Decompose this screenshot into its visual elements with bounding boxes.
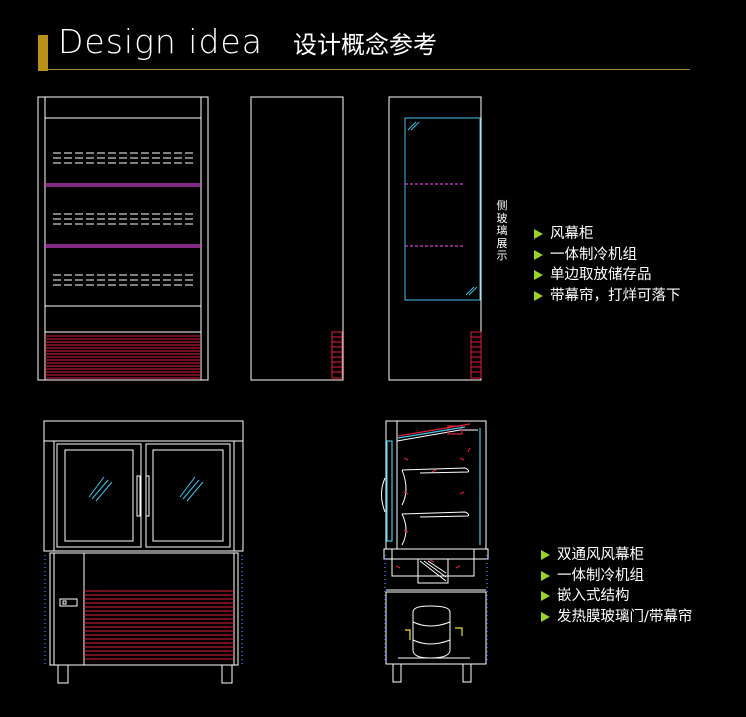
list-item: 单边取放储存品: [534, 265, 681, 286]
section-compressor: [398, 605, 470, 659]
side-glass-label: 侧玻璃展示: [496, 199, 508, 262]
double-door-side-dots: [44, 555, 243, 665]
header-divider: [48, 69, 690, 70]
section-evaporator: [417, 558, 449, 584]
triangle-bullet-icon: [541, 591, 550, 601]
list-item: 发热膜玻璃门/带幕帘: [541, 607, 692, 628]
section-door-hinge: [381, 477, 386, 513]
feature-text: 单边取放储存品: [550, 267, 652, 283]
feature-text: 一体制冷机组: [557, 567, 644, 584]
list-item: 双通风风幕柜: [541, 545, 692, 566]
feature-list-top: 风幕柜 一体制冷机组 单边取放储存品 带幕帘，打烊可落下: [534, 224, 681, 306]
feature-text: 带幕帘，打烊可落下: [550, 287, 681, 304]
glass-side-view-shelves: [405, 183, 464, 247]
section-airflow: [395, 423, 471, 569]
side-view-vent: [331, 331, 343, 379]
feature-text: 双通风风幕柜: [557, 547, 644, 563]
list-item: 带幕帘，打烊可落下: [534, 286, 681, 307]
glass-side-view-cabinet: [388, 96, 482, 381]
section-side-dots: [384, 555, 488, 662]
feature-text: 发热膜玻璃门/带幕帘: [557, 608, 693, 625]
front-view-products: [53, 152, 193, 286]
double-door-glass-marks: [88, 476, 204, 502]
front-view-shelves: [45, 183, 201, 248]
front-view-cabinet: [37, 96, 209, 381]
triangle-bullet-icon: [534, 229, 543, 239]
triangle-bullet-icon: [541, 550, 550, 560]
page-title-chinese: 设计概念参考: [293, 31, 437, 59]
feature-text: 一体制冷机组: [550, 246, 637, 263]
side-view-cabinet: [250, 96, 344, 381]
feature-list-bottom: 双通风风幕柜 一体制冷机组 嵌入式结构 发热膜玻璃门/带幕帘: [541, 545, 692, 627]
list-item: 一体制冷机组: [541, 566, 692, 587]
triangle-bullet-icon: [534, 249, 543, 260]
list-item: 一体制冷机组: [534, 245, 681, 266]
list-item: 嵌入式结构: [541, 586, 692, 607]
page-title-english: Design idea: [58, 22, 263, 61]
triangle-bullet-icon: [541, 611, 550, 622]
front-view-grille: [45, 335, 201, 379]
section-compressor-accents: [405, 627, 463, 640]
triangle-bullet-icon: [534, 290, 543, 301]
glass-side-view-panel: [404, 117, 481, 301]
list-item: 风幕柜: [534, 224, 681, 245]
feature-text: 风幕柜: [550, 226, 594, 242]
feature-text: 嵌入式结构: [557, 588, 630, 604]
double-door-cabinet: [43, 420, 244, 684]
double-door-grille: [84, 590, 234, 660]
glass-side-view-vent: [470, 331, 482, 379]
section-cabinet: [383, 420, 489, 683]
triangle-bullet-icon: [534, 270, 543, 280]
section-airflow-duct: [386, 426, 481, 545]
triangle-bullet-icon: [541, 570, 550, 581]
header-accent-bar: [38, 35, 48, 71]
